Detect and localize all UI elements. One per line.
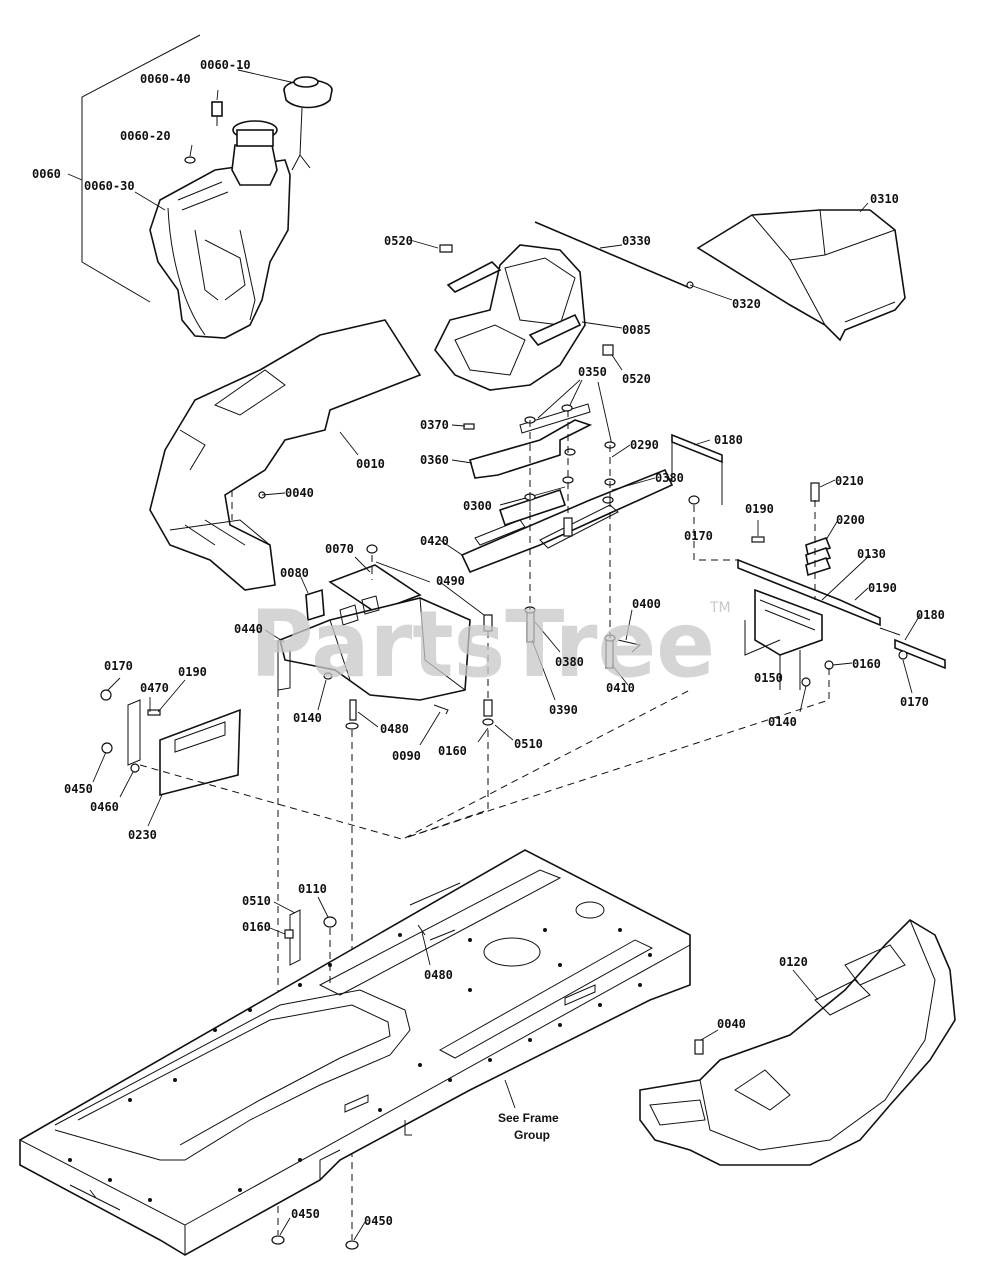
callout-0190-top: 0190 [745,502,774,516]
callout-0060-40: 0060-40 [140,72,191,86]
callout-0390: 0390 [549,703,578,717]
callout-0480-bottom: 0480 [424,968,453,982]
callout-0070: 0070 [325,542,354,556]
callout-0060-10: 0060-10 [200,58,251,72]
callout-labels: 0060-10 0060-40 0060-20 0060 0060-30 031… [32,58,945,1228]
note-line-1: See Frame [498,1111,559,1125]
callout-0170-left: 0170 [104,659,133,673]
callout-0085: 0085 [622,323,651,337]
callout-0170-right: 0170 [900,695,929,709]
note-line-2: Group [514,1128,550,1142]
callout-0420: 0420 [420,534,449,548]
callout-0360: 0360 [420,453,449,467]
callout-0520-bottom: 0520 [622,372,651,386]
watermark-text: PartsTree [250,591,715,698]
left-bracket [92,677,406,841]
callout-0190-right: 0190 [868,581,897,595]
callout-0470: 0470 [140,681,169,695]
seat [409,239,623,391]
frame-holes [68,928,652,1202]
callout-0160-right: 0160 [852,657,881,671]
callout-0090: 0090 [392,749,421,763]
callout-0180-right: 0180 [916,608,945,622]
callout-0190-left: 0190 [178,665,207,679]
callout-0040-bottom: 0040 [717,1017,746,1031]
callout-0290: 0290 [630,438,659,452]
callout-0400: 0400 [632,597,661,611]
callout-0450-bottom-right: 0450 [364,1214,393,1228]
callout-0060-20: 0060-20 [120,129,171,143]
seat-rod-and-cover [534,202,906,342]
callout-0370: 0370 [420,418,449,432]
callout-0160-mid: 0160 [438,744,467,758]
center-bracket [264,544,514,1240]
callout-0010: 0010 [356,457,385,471]
see-frame-group-note: See Frame Group [498,1111,559,1142]
watermark: PartsTree TM [250,591,731,698]
callout-0160-bottom: 0160 [242,920,271,934]
callout-0480-top: 0480 [380,722,409,736]
callout-0350: 0350 [578,365,607,379]
callout-0210: 0210 [835,474,864,488]
callout-0140-right: 0140 [768,715,797,729]
callout-0230: 0230 [128,828,157,842]
watermark-tm: TM [709,600,731,616]
callout-0150: 0150 [754,671,783,685]
callout-0510-mid: 0510 [514,737,543,751]
callout-0180-top: 0180 [714,433,743,447]
callout-0490: 0490 [436,574,465,588]
callout-0040-top: 0040 [285,486,314,500]
callout-0120: 0120 [779,955,808,969]
callout-0170-top: 0170 [684,529,713,543]
callout-0380-mid: 0380 [555,655,584,669]
callout-0330: 0330 [622,234,651,248]
seat-pan-brackets [439,379,674,701]
callout-0080: 0080 [280,566,309,580]
callout-0130: 0130 [857,547,886,561]
tunnel-cover [149,319,422,591]
callout-0520-top: 0520 [384,234,413,248]
frame [19,689,691,1256]
callout-0510-bottom: 0510 [242,894,271,908]
callout-0450-bottom-left: 0450 [291,1207,320,1221]
callout-0140-left: 0140 [293,711,322,725]
callout-0110: 0110 [298,882,327,896]
fuel-tank-assembly [67,34,333,339]
callout-0450-left: 0450 [64,782,93,796]
rear-fender [639,918,956,1166]
callout-0310: 0310 [870,192,899,206]
right-seat-rail [404,433,946,839]
callout-0320: 0320 [732,297,761,311]
callout-0300: 0300 [463,499,492,513]
callout-0410: 0410 [606,681,635,695]
callout-0460: 0460 [90,800,119,814]
callout-0440: 0440 [234,622,263,636]
callout-0060: 0060 [32,167,61,181]
callout-0200: 0200 [836,513,865,527]
callout-0060-30: 0060-30 [84,179,135,193]
callout-0380-top: 0380 [655,471,684,485]
